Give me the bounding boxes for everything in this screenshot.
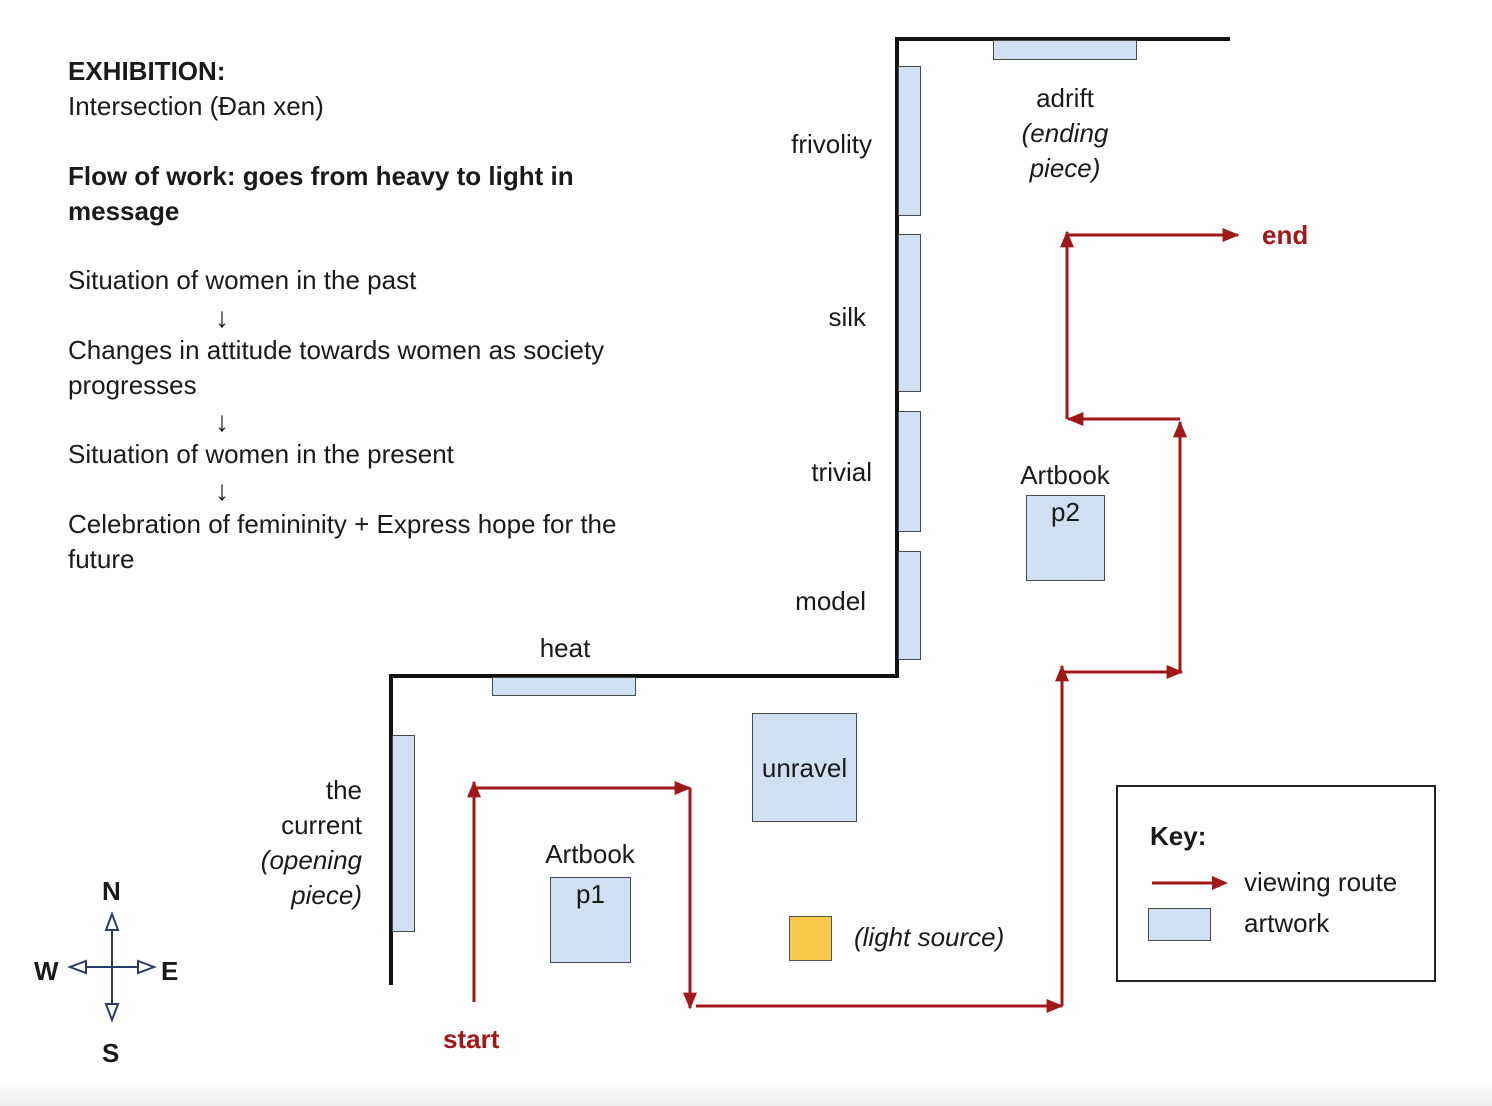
artwork-artbook-p1: p1	[550, 877, 631, 963]
legend-artwork-label: artwork	[1244, 908, 1330, 938]
bottom-fade	[0, 1078, 1492, 1106]
flow-title-line1: Flow of work: goes from heavy to light i…	[68, 161, 574, 191]
label-artbook-p1-page: p1	[576, 879, 605, 909]
artwork-model	[898, 551, 921, 660]
legend-artwork-swatch	[1148, 908, 1211, 941]
wall-middle-horizontal	[389, 674, 899, 678]
flow-arrow-2: ↓	[215, 406, 229, 437]
label-current-the: the	[325, 775, 362, 805]
legend-title: Key:	[1150, 821, 1207, 851]
label-adrift: adrift	[1036, 83, 1094, 113]
label-current-current: current	[281, 810, 362, 840]
label-light-source: (light source)	[854, 922, 1005, 952]
artwork-unravel: unravel	[752, 713, 857, 822]
label-frivolity: frivolity	[791, 129, 872, 159]
light-source-square	[789, 916, 832, 961]
label-adrift-ending: (ending	[1021, 118, 1109, 148]
wall-east-vertical	[895, 37, 899, 678]
flow-step-4: Celebration of femininity + Express hope…	[68, 509, 617, 539]
label-silk: silk	[828, 302, 866, 332]
flow-step-3: Situation of women in the present	[68, 439, 454, 469]
flow-step-2: Changes in attitude towards women as soc…	[68, 335, 605, 365]
label-adrift-piece: piece)	[1029, 153, 1101, 183]
legend-route-arrow	[1152, 876, 1228, 890]
artwork-artbook-p2: p2	[1026, 495, 1105, 581]
label-current-opening: (opening	[260, 845, 362, 875]
compass-e: E	[161, 956, 179, 986]
label-artbook-p2: Artbook	[1020, 460, 1110, 490]
compass-w: W	[34, 956, 59, 986]
label-trivial: trivial	[811, 457, 872, 487]
flow-title-line2: message	[68, 196, 180, 226]
label-model: model	[795, 586, 866, 616]
route-start-label: start	[443, 1024, 500, 1054]
label-artbook-p2-page: p2	[1051, 497, 1080, 527]
exhibition-heading: EXHIBITION:	[68, 56, 226, 86]
label-current-piece: piece)	[291, 880, 362, 910]
exhibition-name: Intersection (Đan xen)	[68, 91, 324, 121]
label-artbook-p1: Artbook	[545, 839, 635, 869]
route-end-label: end	[1262, 220, 1309, 250]
artwork-trivial	[898, 411, 921, 532]
compass-n: N	[102, 876, 121, 906]
label-unravel: unravel	[761, 752, 848, 783]
legend-route-label: viewing route	[1244, 867, 1398, 897]
label-heat: heat	[539, 633, 591, 663]
wall-top	[895, 37, 1230, 41]
flow-step-1: Situation of women in the past	[68, 265, 417, 295]
artwork-adrift	[993, 40, 1137, 60]
flow-arrow-1: ↓	[215, 302, 229, 333]
artwork-the-current	[392, 735, 415, 932]
legend-box: Key: viewing route artwork	[1116, 785, 1436, 982]
flow-arrow-3: ↓	[215, 475, 229, 506]
artwork-silk	[898, 234, 921, 392]
wall-west-vertical	[389, 674, 393, 985]
artwork-frivolity	[898, 66, 921, 216]
artwork-heat	[492, 677, 636, 696]
flow-step-4-cont: future	[68, 544, 135, 574]
flow-step-2-cont: progresses	[68, 370, 197, 400]
compass-s: S	[102, 1038, 120, 1068]
